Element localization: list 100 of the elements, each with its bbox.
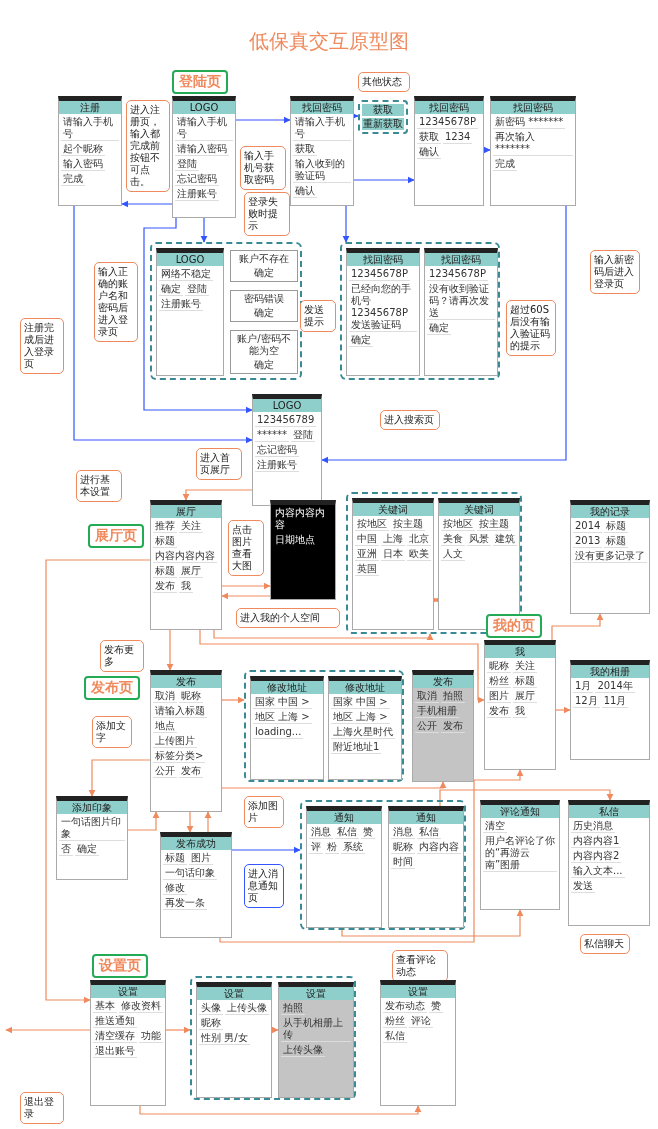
phone-screen xyxy=(424,248,498,376)
arrow xyxy=(127,811,160,831)
screen-text: 11月 xyxy=(601,695,629,708)
phone-screen xyxy=(150,500,222,630)
annotation-note: 超过60S后没有输入验证码的提示 xyxy=(506,300,556,356)
screen-text: 公开 xyxy=(153,765,177,778)
screen-text: 12月 xyxy=(573,695,600,708)
arrow xyxy=(341,909,524,937)
annotation-note: 登录失败时提示 xyxy=(244,192,290,236)
screen-text: 内容内容内容 xyxy=(153,550,217,563)
screen-text: 我 xyxy=(179,580,193,593)
screen-text: 2014年 xyxy=(595,680,635,693)
screen-header: 发布成功 xyxy=(161,837,231,850)
screen-header: 评论通知 xyxy=(481,805,559,818)
dialog-text: 密码错误 xyxy=(244,293,284,305)
screen-text: 请输入手机号 xyxy=(293,116,351,141)
state-group xyxy=(346,492,522,634)
screen-text: ****** xyxy=(255,429,289,442)
screen-text: 请输入手机号 xyxy=(61,116,119,141)
annotation-note: 添加文字 xyxy=(92,716,132,748)
annotation-note: 进入我的个人空间 xyxy=(236,608,340,628)
screen-text: 标签分类> xyxy=(153,750,206,763)
annotation-note: 发布更多 xyxy=(100,640,144,672)
screen-text: 没有更多记录了 xyxy=(573,550,647,563)
phone-screen xyxy=(270,500,336,600)
screen-text: 发送 xyxy=(571,880,595,893)
phone-screen xyxy=(156,248,224,376)
screen-text: 请输入标题 xyxy=(153,705,207,718)
screen-header: 通知 xyxy=(389,811,463,824)
phone-screen xyxy=(306,806,382,928)
screen-text: 请输入手机号 xyxy=(175,116,233,141)
section-tag: 展厅页 xyxy=(88,524,144,548)
screen-text: 粉丝 xyxy=(383,1015,407,1028)
screen-text: 内容内容 xyxy=(417,841,461,854)
screen-text: 图片 xyxy=(189,852,213,865)
screen-text: 推送通知 xyxy=(93,1015,137,1028)
annotation-note: 添加图片 xyxy=(244,796,284,828)
arrow xyxy=(353,176,415,184)
screen-text: 昵称 xyxy=(391,841,415,854)
screen-text: 日期地点 xyxy=(274,534,316,547)
screen-text: 请输入密码 xyxy=(175,143,229,156)
screen-text: 12345678P xyxy=(417,116,478,129)
screen-text: 评论 xyxy=(409,1015,433,1028)
screen-text: 取消 xyxy=(415,690,439,703)
screen-text: 输入密码 xyxy=(61,158,105,171)
screen-header: 我的相册 xyxy=(571,665,649,678)
screen-text: 取消 xyxy=(153,690,177,703)
diagram-title: 低保真交互原型图 xyxy=(248,28,410,55)
arrow xyxy=(204,811,212,833)
screen-header: 找回密码 xyxy=(291,101,353,114)
phone-screen xyxy=(484,640,556,770)
button-label: 重新获取 xyxy=(362,118,404,130)
phone-screen xyxy=(150,670,222,812)
screen-text: 美食 xyxy=(441,533,465,546)
screen-text: 内容内容内容 xyxy=(274,507,326,532)
arrow xyxy=(143,217,253,414)
phone-screen xyxy=(196,982,272,1098)
arrow xyxy=(439,789,614,807)
screen-text: 图片 xyxy=(487,690,511,703)
screen-text: 亚洲 xyxy=(355,548,379,561)
screen-text: 私信 xyxy=(335,826,359,839)
screen-text: 确定 xyxy=(75,843,99,856)
phone-screen xyxy=(490,96,576,206)
screen-header: 添加印象 xyxy=(57,801,127,814)
screen-text: 上传头像 xyxy=(281,1044,325,1057)
screen-text: 北京 xyxy=(407,533,431,546)
state-group xyxy=(150,242,302,380)
screen-header: LOGO xyxy=(157,253,223,266)
arrow xyxy=(199,629,485,704)
phone-screen xyxy=(568,800,650,926)
screen-text: 日本 xyxy=(381,548,405,561)
arrow xyxy=(45,559,151,1004)
screen-header: 关键词 xyxy=(439,503,519,516)
screen-text: 1月 xyxy=(573,680,594,693)
screen-header: 设置 xyxy=(279,987,353,1000)
annotation-note: 进行基本设置 xyxy=(76,470,122,502)
screen-header: 发布 xyxy=(151,675,221,688)
screen-text: 英国 xyxy=(355,563,379,576)
screen-text: 获取 xyxy=(417,131,441,144)
annotation-note: 私信聊天 xyxy=(580,934,630,954)
screen-text: 123456789 xyxy=(255,414,317,427)
screen-text: 起个昵称 xyxy=(61,143,105,156)
state-group xyxy=(190,976,356,1100)
phone-screen xyxy=(570,660,650,760)
arrow xyxy=(221,592,271,600)
dialog-box xyxy=(230,250,298,282)
screen-text: 国家 中国 > xyxy=(253,696,312,709)
section-tag: 设置页 xyxy=(92,954,148,978)
screen-text: 中国 xyxy=(355,533,379,546)
screen-header: 私信 xyxy=(569,805,649,818)
screen-text: 按地区 xyxy=(355,518,389,531)
screen-text: 附近地址1 xyxy=(331,741,382,754)
screen-text: 拍照 xyxy=(281,1002,305,1015)
annotation-note: 查看评论动态 xyxy=(392,950,448,982)
screen-text: 登陆 xyxy=(185,283,209,296)
section-tag: 我的页 xyxy=(486,614,542,638)
annotation-note: 发送提示 xyxy=(300,300,336,332)
screen-text: 推荐 xyxy=(153,520,177,533)
screen-text: 发布 xyxy=(179,765,203,778)
dialog-text: 账户/密码不能为空 xyxy=(236,333,292,357)
